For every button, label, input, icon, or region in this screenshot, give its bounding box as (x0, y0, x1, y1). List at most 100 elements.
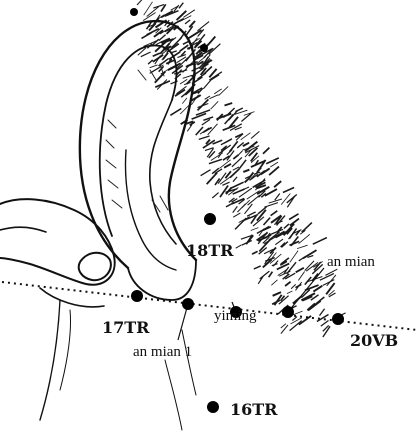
point-18tr (204, 213, 216, 225)
hair-stroke (269, 272, 273, 278)
hair-stroke (180, 79, 187, 84)
point-16tr (207, 401, 219, 413)
point-an-mian-1 (182, 298, 194, 310)
hair-stroke (159, 35, 166, 41)
hair-stroke (233, 177, 237, 182)
hair-stroke (251, 228, 259, 231)
reference-dotted-line (2, 282, 417, 330)
hair-stroke (174, 19, 184, 25)
hair-stroke (289, 214, 298, 220)
hair-stroke (198, 99, 209, 110)
hair-stroke (230, 141, 238, 152)
hair-stroke (233, 206, 238, 212)
hair-stroke (285, 282, 291, 286)
hair-stroke (179, 3, 183, 9)
hair-stroke (142, 33, 152, 39)
label-20vb: 20VB (350, 331, 398, 350)
hair-stroke (205, 96, 210, 99)
hair-stroke (182, 98, 187, 104)
hair-stroke (180, 45, 188, 51)
hair-stroke (298, 272, 304, 281)
hair-stroke (238, 151, 243, 156)
hair-stroke (239, 160, 246, 169)
hair-stroke (254, 266, 261, 269)
hair-stroke (281, 324, 286, 328)
hair-stroke (271, 211, 278, 216)
hair-stroke (157, 80, 167, 90)
hair-stroke (251, 131, 259, 138)
hair-stroke (284, 224, 289, 229)
hair-stroke (261, 168, 270, 174)
hair-stroke (222, 182, 229, 185)
hair-stroke (243, 170, 249, 172)
hair-stroke (227, 151, 234, 161)
hair-stroke (211, 101, 219, 109)
hair-stroke (226, 203, 234, 207)
hair-stroke (281, 325, 288, 334)
hair-stroke (291, 237, 298, 246)
hair-stroke (192, 95, 201, 100)
hair-stroke (329, 293, 336, 297)
hair-stroke (264, 218, 271, 225)
hair-stroke (283, 188, 294, 193)
hair-stroke (264, 203, 278, 208)
hair-stroke (293, 311, 303, 315)
hair-stroke (299, 234, 310, 243)
hair-stroke (290, 251, 298, 263)
hair-stroke (275, 194, 280, 201)
label-18tr: 18TR (186, 241, 234, 260)
point-upper (200, 44, 208, 52)
hair-stroke (292, 317, 297, 321)
hair-stroke (236, 245, 242, 248)
hair-stroke (245, 204, 253, 214)
hair-stroke (302, 223, 312, 233)
point-an-mian (282, 306, 294, 318)
label-16tr: 16TR (230, 400, 278, 419)
hair-stroke (209, 159, 222, 163)
hair-stroke (187, 125, 192, 131)
hair-stroke (201, 170, 211, 176)
hair-stroke (150, 65, 158, 68)
hair-stroke (247, 191, 260, 200)
hair-stroke (153, 53, 160, 56)
hair-stroke (203, 117, 213, 120)
hair-stroke (287, 291, 293, 294)
hair-stroke (199, 136, 210, 139)
hair-stroke (218, 173, 226, 184)
hair-stroke (225, 103, 233, 106)
hair-stroke (235, 108, 242, 112)
hair-stroke (196, 127, 203, 135)
hair-stroke (269, 167, 279, 176)
hair-stroke (290, 321, 302, 331)
label-17tr: 17TR (102, 318, 150, 337)
hair-stroke (207, 173, 217, 184)
hair-stroke (154, 15, 160, 24)
hair-stroke (202, 119, 210, 125)
hair-stroke (231, 182, 243, 188)
hair-stroke (221, 139, 232, 145)
hair-stroke (239, 188, 252, 197)
hair-stroke (299, 256, 306, 261)
hair-stroke (313, 238, 327, 245)
hair-stroke (273, 292, 281, 296)
hair-stroke (297, 245, 308, 248)
hair-stroke (209, 95, 218, 99)
hair-stroke (314, 297, 325, 306)
hair-stroke (233, 155, 238, 159)
hair-stroke (137, 0, 148, 5)
hair-stroke (271, 280, 277, 286)
hair-stroke (237, 204, 245, 212)
hair-stroke (183, 75, 193, 78)
hair-stroke (260, 271, 270, 279)
hair-stroke (281, 194, 290, 205)
ear-illustration (80, 21, 196, 300)
hair-stroke (212, 193, 218, 198)
hair-stroke (263, 148, 269, 154)
hair-stroke (320, 309, 325, 316)
hair-stroke (218, 147, 226, 158)
hair-stroke (155, 72, 166, 83)
hair-stroke (296, 268, 304, 273)
point-17tr (131, 290, 143, 302)
hair-stroke (185, 20, 190, 24)
